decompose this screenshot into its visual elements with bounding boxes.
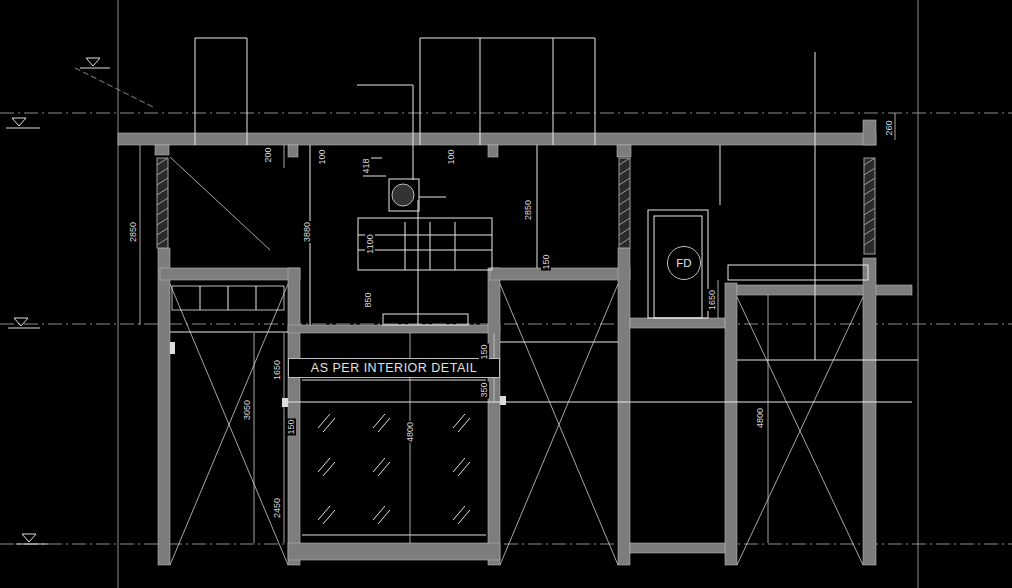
dimension-label: 2850 [128,221,138,243]
dimension-label: 1650 [272,359,282,381]
dimension-label: 850 [363,291,373,308]
dimension-label: 150 [541,253,551,270]
dimension-label: 350 [479,381,489,398]
node-text: FD [676,257,691,269]
dimension-label: 150 [479,343,489,360]
dimension-label: 2450 [272,497,282,519]
dimension-label: 150 [286,418,296,435]
dimension-label: 1100 [365,233,375,254]
dimension-label: 100 [446,148,456,165]
fire-door-symbol: FD [667,246,701,280]
dimension-label: 418 [361,157,371,174]
dimension-label: 1650 [707,289,717,311]
dimension-label: 3880 [302,221,312,243]
interior-detail-band: AS PER INTERIOR DETAIL [288,358,500,378]
dimension-label: 2850 [523,199,533,221]
dimension-label: 3050 [242,399,252,421]
node-text: AS PER INTERIOR DETAIL [311,361,477,375]
dimension-label: 4800 [755,407,765,429]
dimension-label: 260 [884,119,894,136]
dimension-label: 200 [263,146,273,163]
dimension-label: 100 [317,148,327,165]
dimension-label: 4800 [405,421,415,443]
